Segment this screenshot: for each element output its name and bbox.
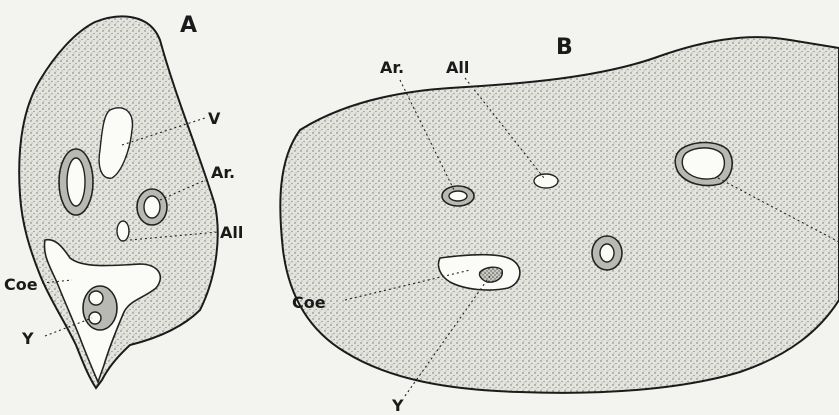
panel-a: A V Ar. All Coe Y — [4, 13, 243, 388]
panel-b: B Ar. All Coe Y — [280, 35, 839, 415]
yolk-lumen-a-2 — [89, 312, 101, 324]
allantois-b — [534, 174, 558, 188]
label-y-b: Y — [391, 396, 404, 415]
label-all-b: All — [446, 58, 469, 77]
left-vessel-lumen-a — [67, 158, 85, 206]
label-coe-a: Coe — [4, 275, 38, 294]
vein-lumen-b — [682, 148, 724, 179]
lower-vessel-lumen-b — [600, 244, 614, 262]
yolk-lumen-a-1 — [89, 291, 103, 305]
section-a-outline — [19, 16, 218, 388]
allantois-a — [117, 221, 129, 241]
label-ar-b: Ar. — [380, 58, 404, 77]
panel-b-heading: B — [556, 35, 573, 60]
label-y-a: Y — [21, 329, 34, 348]
artery-lumen-b — [449, 191, 467, 201]
label-all-a: All — [220, 223, 243, 242]
artery-lumen-a — [144, 196, 160, 218]
yolk-stalk-b — [479, 267, 502, 282]
section-b-outline — [280, 37, 839, 393]
label-coe-b: Coe — [292, 293, 326, 312]
label-v-a: V — [208, 109, 221, 128]
label-ar-a: Ar. — [211, 163, 235, 182]
panel-a-heading: A — [180, 13, 197, 38]
